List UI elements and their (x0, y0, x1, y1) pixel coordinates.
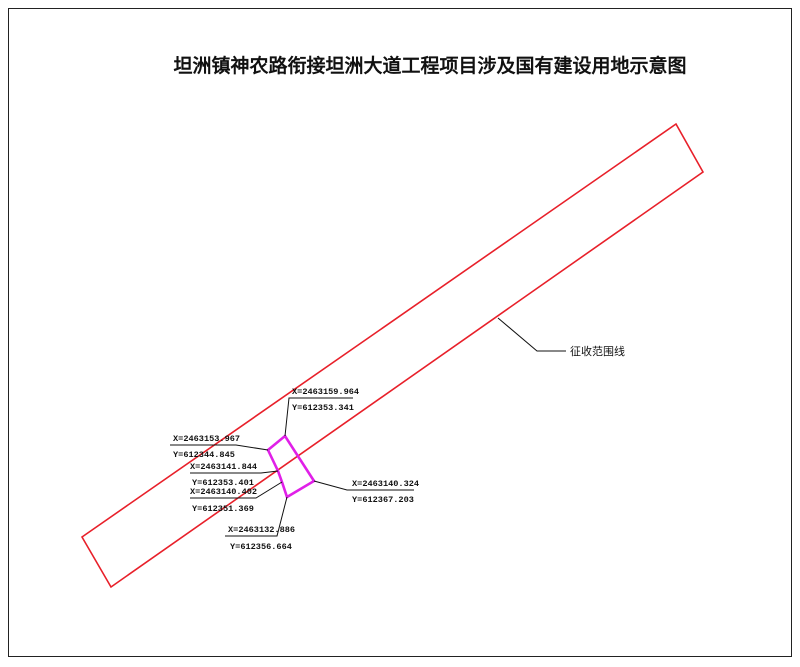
coord-y: Y=612353.401 (192, 478, 254, 488)
diagram-title: 坦洲镇神农路衔接坦洲大道工程项目涉及国有建设用地示意图 (173, 54, 686, 77)
coord-y: Y=612356.664 (230, 542, 292, 552)
coordinate-label-5: X=2463132.886 Y=612356.664 (225, 496, 295, 552)
coord-y: Y=612367.203 (352, 495, 414, 505)
coord-x: X=2463159.964 (292, 387, 359, 397)
drawing-frame (8, 8, 792, 657)
coord-x: X=2463132.886 (228, 525, 295, 535)
coordinate-label-6: X=2463140.324 Y=612367.203 (313, 479, 419, 505)
coordinate-label-2: X=2463153.967 Y=612344.845 (170, 434, 269, 460)
legend-label: 征收范围线 (570, 344, 625, 358)
coord-y: Y=612351.369 (192, 504, 254, 514)
coord-y: Y=612353.341 (292, 403, 354, 413)
requisition-boundary (80, 122, 705, 589)
leader-line (225, 496, 288, 537)
leader-line (313, 480, 414, 491)
coord-x: X=2463140.324 (352, 479, 419, 489)
state-owned-land-parcel (266, 434, 316, 499)
leader-line (170, 444, 269, 451)
legend-leader-line (497, 317, 566, 352)
coord-x: X=2463153.967 (173, 434, 240, 444)
coord-x: X=2463141.844 (190, 462, 257, 472)
coordinate-label-4: X=2463140.402 Y=612351.369 (190, 481, 283, 514)
coord-y: Y=612344.845 (173, 450, 235, 460)
leader-line (190, 481, 283, 499)
leader-line (284, 397, 353, 437)
coordinate-label-3: X=2463141.844 Y=612353.401 (190, 462, 279, 488)
coord-x: X=2463140.402 (190, 487, 257, 497)
coordinate-label-1: X=2463159.964 Y=612353.341 (284, 387, 359, 437)
leader-line (190, 470, 279, 474)
